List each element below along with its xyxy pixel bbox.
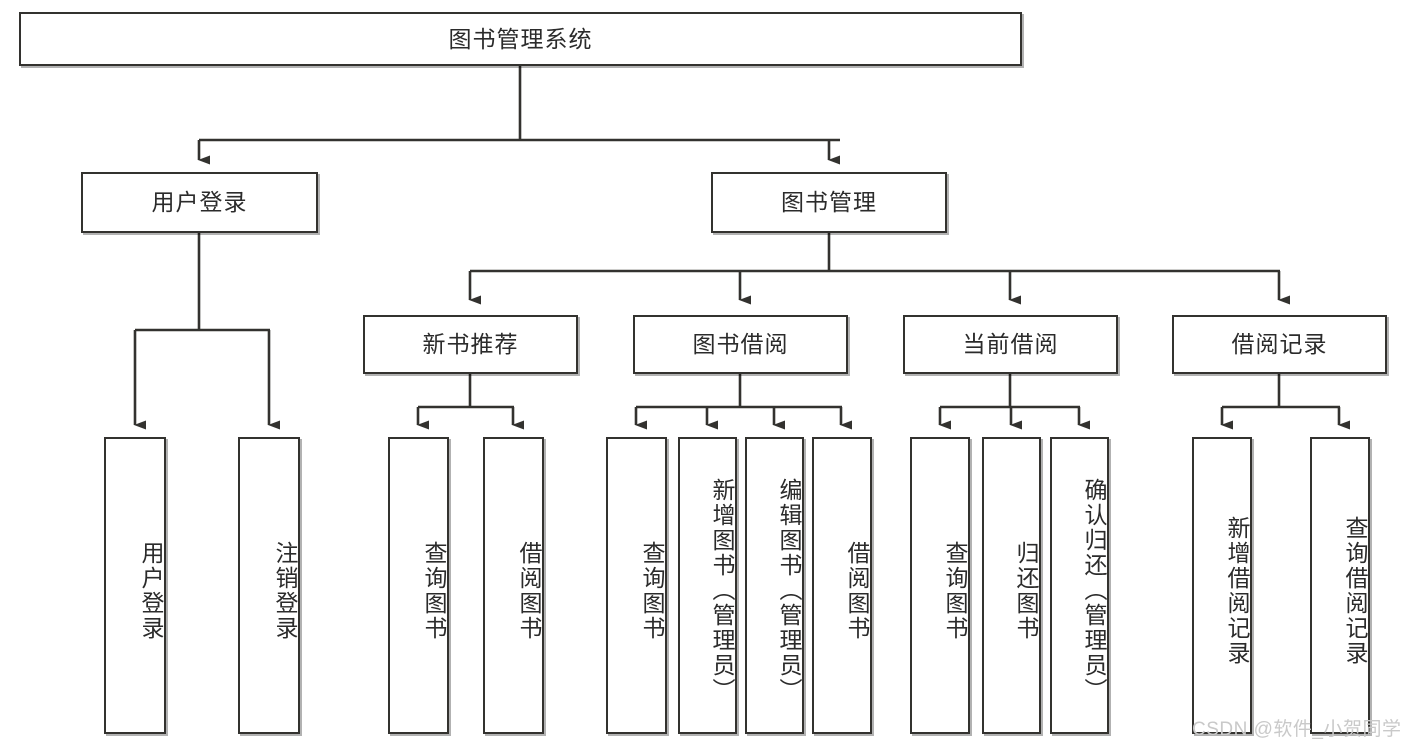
node-leaf-return-book[interactable]: 归还图书: [982, 437, 1041, 734]
node-leaf-query-book-borrow[interactable]: 查询图书: [606, 437, 667, 734]
node-leaf-add-borrow-record[interactable]: 新增借阅记录: [1192, 437, 1252, 734]
node-label: 借阅图书: [516, 540, 542, 641]
node-root-book-management-system[interactable]: 图书管理系统: [19, 12, 1022, 66]
node-label: 查询图书: [639, 540, 665, 641]
node-label: 借阅记录: [1231, 331, 1328, 358]
node-label: 图书管理系统: [448, 25, 593, 52]
node-label: 确认归还（管理员）: [1081, 478, 1107, 703]
node-label: 用户登录: [138, 540, 164, 641]
node-label: 图书借阅: [692, 331, 789, 358]
node-leaf-logout[interactable]: 注销登录: [238, 437, 300, 734]
node-label: 注销登录: [272, 540, 298, 641]
node-label: 借阅图书: [844, 540, 870, 641]
node-leaf-borrow-book[interactable]: 借阅图书: [812, 437, 872, 734]
node-leaf-query-book-recommend[interactable]: 查询图书: [388, 437, 449, 734]
watermark-csdn: CSDN @软件_小贺同学: [1192, 719, 1402, 740]
node-label: 图书管理: [781, 189, 877, 216]
node-label: 新书推荐: [422, 331, 519, 358]
node-leaf-query-book-current[interactable]: 查询图书: [910, 437, 970, 734]
node-leaf-add-book-admin[interactable]: 新增图书（管理员）: [678, 437, 737, 734]
node-leaf-query-borrow-record[interactable]: 查询借阅记录: [1310, 437, 1370, 734]
node-label: 查询借阅记录: [1342, 515, 1368, 666]
node-user-login[interactable]: 用户登录: [81, 172, 318, 233]
node-label: 用户登录: [151, 189, 248, 216]
node-current-borrow[interactable]: 当前借阅: [903, 315, 1118, 374]
node-label: 当前借阅: [962, 331, 1059, 358]
node-label: 归还图书: [1013, 540, 1039, 641]
node-book-borrow[interactable]: 图书借阅: [633, 315, 848, 374]
node-book-management[interactable]: 图书管理: [711, 172, 947, 233]
node-borrow-record[interactable]: 借阅记录: [1172, 315, 1387, 374]
node-leaf-user-login[interactable]: 用户登录: [104, 437, 166, 734]
node-leaf-borrow-book-recommend[interactable]: 借阅图书: [483, 437, 544, 734]
node-label: 编辑图书（管理员）: [776, 478, 802, 703]
node-leaf-edit-book-admin[interactable]: 编辑图书（管理员）: [745, 437, 804, 734]
node-label: 查询图书: [942, 540, 968, 641]
node-new-book-recommend[interactable]: 新书推荐: [363, 315, 578, 374]
node-label: 新增图书（管理员）: [709, 478, 735, 703]
node-label: 查询图书: [421, 540, 447, 641]
node-label: 新增借阅记录: [1224, 515, 1250, 666]
node-leaf-confirm-return-admin[interactable]: 确认归还（管理员）: [1050, 437, 1109, 734]
